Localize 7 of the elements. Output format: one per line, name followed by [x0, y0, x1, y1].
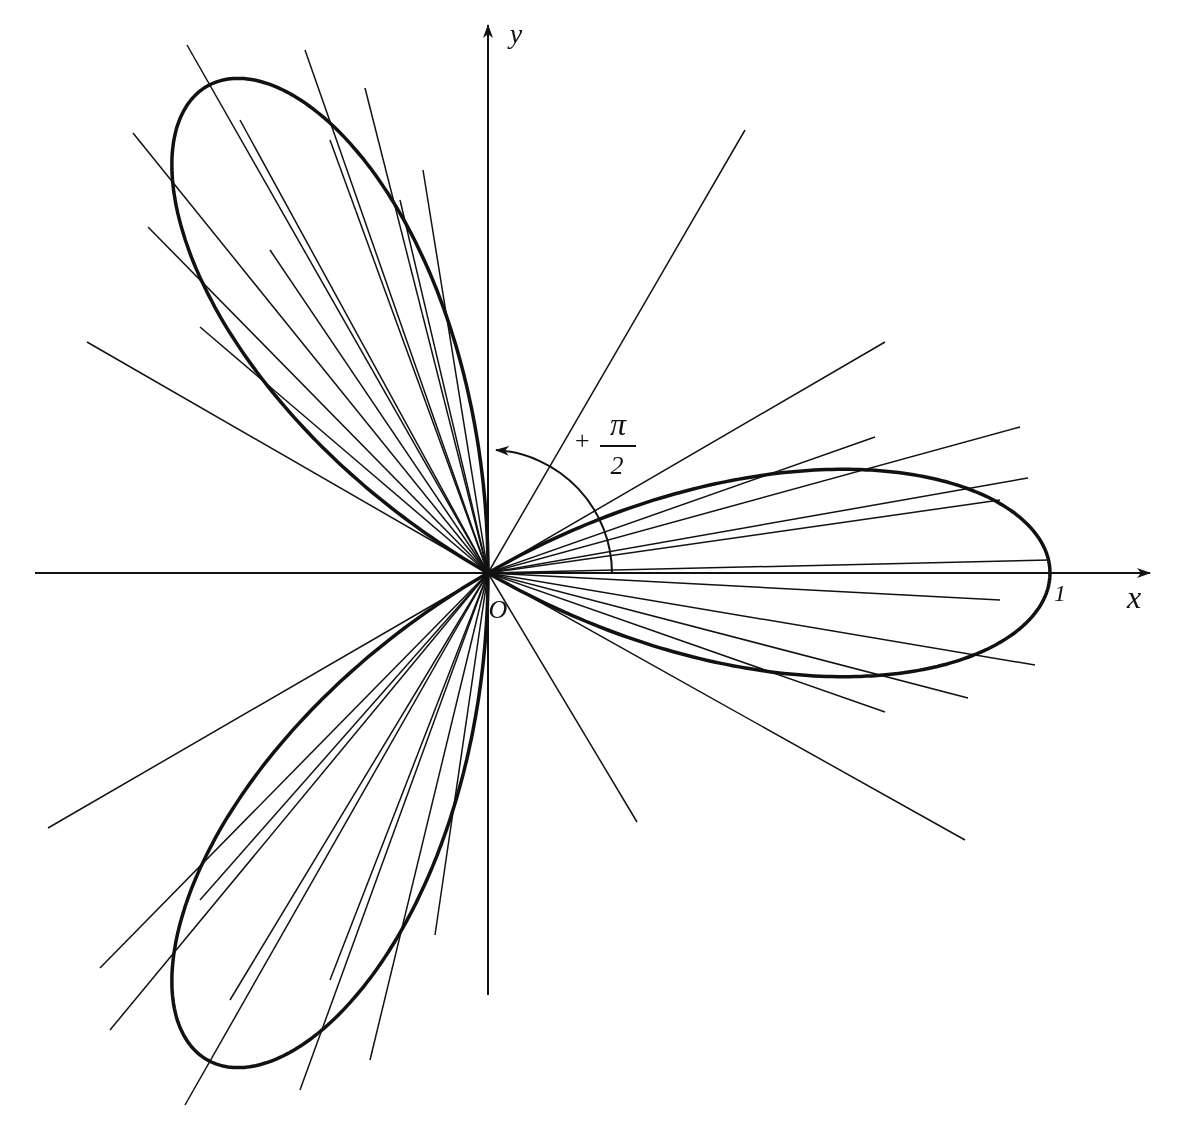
axis-label: x: [1126, 581, 1142, 613]
axis-label: 1: [1054, 581, 1066, 605]
axis-label: y: [509, 20, 523, 48]
axis-label: +: [573, 428, 591, 454]
axis-label: 2: [610, 453, 624, 479]
axis-label: π: [610, 408, 626, 440]
axis-label: O: [488, 597, 508, 623]
